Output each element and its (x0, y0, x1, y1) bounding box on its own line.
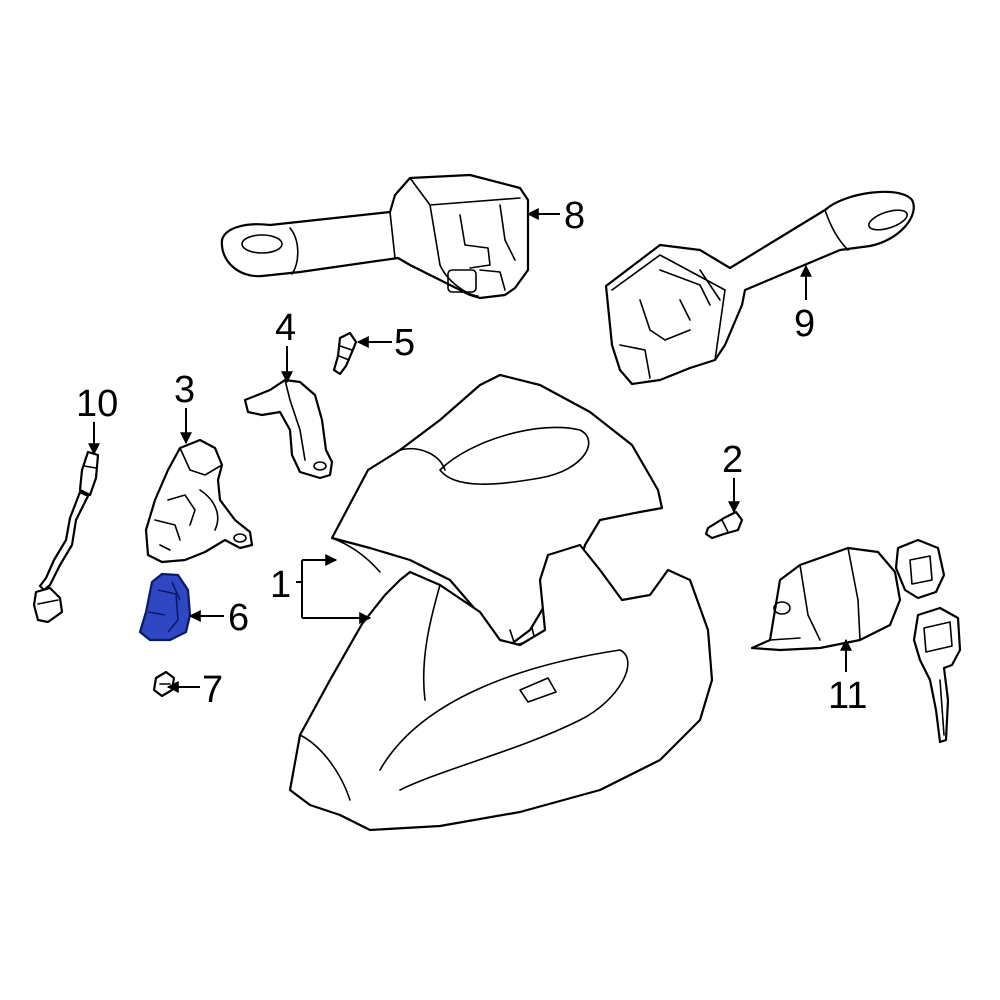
callout-1: 1 (270, 564, 291, 606)
keys[interactable] (894, 538, 962, 744)
part-9-lever-switch[interactable] (604, 190, 915, 386)
callout-11: 11 (828, 675, 867, 717)
callout-6: 6 (228, 597, 249, 639)
part-4-bracket[interactable] (243, 378, 334, 480)
callout-labels: 1 2 3 4 5 6 7 8 9 10 11 (76, 195, 867, 717)
callout-10: 10 (76, 383, 118, 425)
part-5-screw[interactable] (332, 331, 358, 376)
callout-9: 9 (794, 303, 815, 345)
part-7-screw[interactable] (152, 670, 176, 698)
part-10-sensor-wire[interactable] (32, 450, 100, 624)
part-3-lock-housing[interactable] (144, 438, 254, 564)
part-11-ignition-cylinder[interactable] (750, 546, 902, 652)
callout-5: 5 (394, 322, 415, 364)
part-1-column-cover[interactable] (288, 373, 714, 832)
callout-3: 3 (174, 369, 195, 411)
callout-4: 4 (275, 307, 296, 349)
callout-2: 2 (722, 439, 743, 481)
part-6-switch-highlighted[interactable] (138, 572, 192, 642)
part-6-fill (138, 572, 192, 642)
callout-7: 7 (202, 669, 223, 711)
part-2-screw[interactable] (704, 510, 744, 540)
leaders (88, 208, 852, 693)
part-8-combination-switch[interactable] (220, 173, 530, 300)
callout-8: 8 (564, 195, 585, 237)
